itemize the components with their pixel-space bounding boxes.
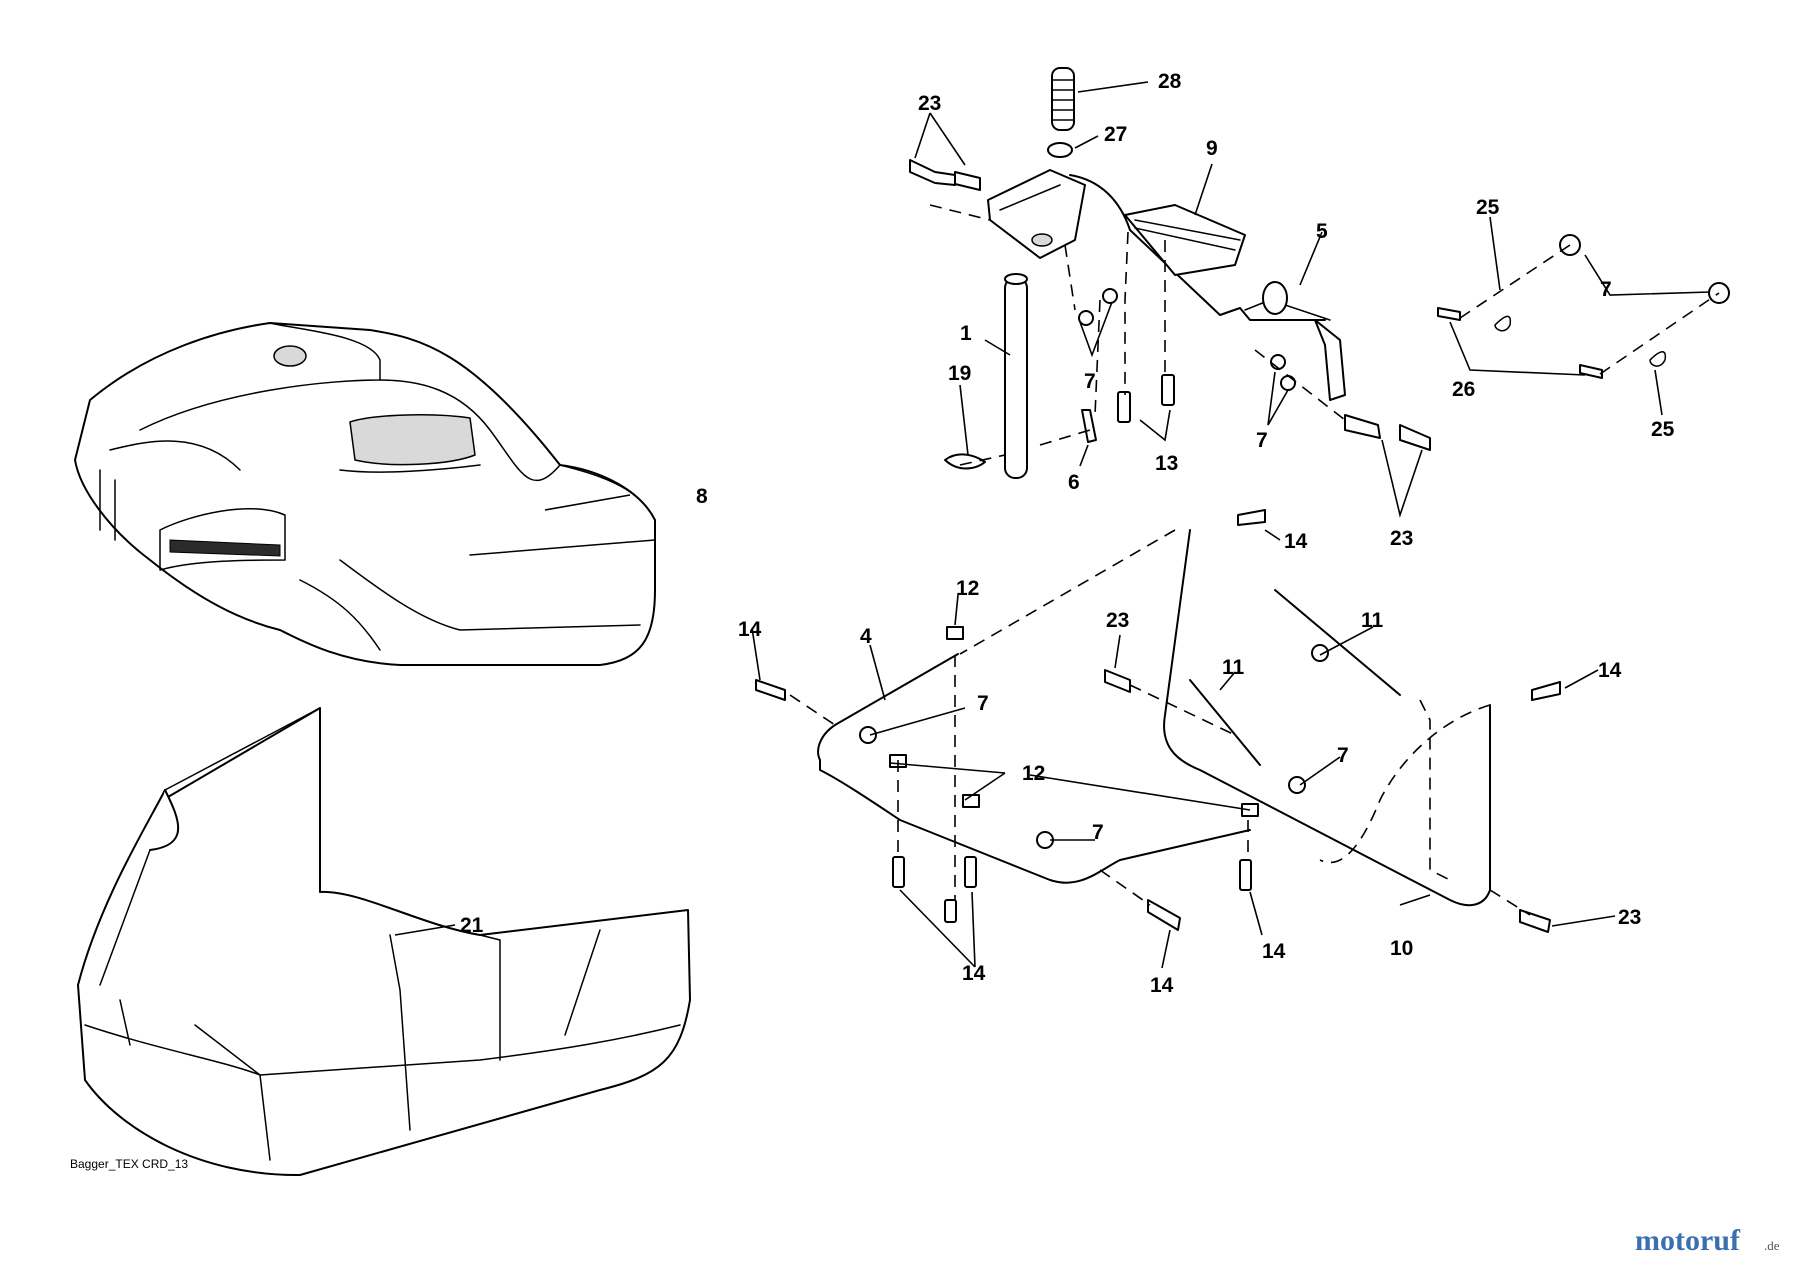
callout-7: 7: [1084, 370, 1096, 393]
callout-14: 14: [962, 962, 986, 985]
callout-10: 10: [1390, 937, 1413, 960]
callout-9: 9: [1206, 137, 1218, 160]
clip-pin-part-19: [944, 453, 986, 470]
watermark-logo: motoruf .de: [1635, 1224, 1780, 1257]
callout-21: 21: [460, 914, 484, 937]
frame-rod-part-10: [1163, 529, 1491, 907]
callout-25: 25: [1651, 418, 1675, 441]
drawing-code: Bagger_TEX CRD_13: [70, 1157, 188, 1171]
callout-14: 14: [1150, 974, 1174, 997]
bolt-part-6: [1081, 409, 1097, 443]
watermark-text: motoruf: [1635, 1224, 1741, 1257]
callout-6: 6: [1068, 471, 1080, 494]
bagger-lid-part-8: [74, 322, 656, 666]
callout-7: 7: [1256, 429, 1268, 452]
washer-part-27: [1047, 142, 1073, 158]
handle-grip-part-28: [1051, 67, 1075, 131]
callout-1: 1: [960, 322, 972, 345]
callout-26: 26: [1452, 378, 1475, 401]
callout-5: 5: [1316, 220, 1328, 243]
callout-12: 12: [956, 577, 979, 600]
callout-23: 23: [918, 92, 941, 115]
callout-leaders: [394, 81, 1711, 969]
handle-tube-part-1: [1004, 273, 1028, 479]
bagger-frame-assembly: [755, 509, 1561, 933]
callout-25: 25: [1476, 196, 1500, 219]
callout-27: 27: [1104, 123, 1127, 146]
callout-7: 7: [977, 692, 989, 715]
callout-23: 23: [1390, 527, 1413, 550]
callout-19: 19: [948, 362, 971, 385]
callout-7: 7: [1092, 821, 1104, 844]
callout-28: 28: [1158, 70, 1182, 93]
callout-14: 14: [738, 618, 762, 641]
callout-8: 8: [696, 485, 708, 508]
callout-7: 7: [1600, 278, 1612, 301]
callout-14: 14: [1284, 530, 1308, 553]
handle-assembly: [909, 67, 1730, 479]
callout-11: 11: [1222, 656, 1245, 679]
watermark-suffix: .de: [1764, 1238, 1780, 1253]
callout-23: 23: [1106, 609, 1129, 632]
callout-14: 14: [1262, 940, 1286, 963]
callout-12: 12: [1022, 762, 1045, 785]
callout-labels: 28 27 23 9 5 25 7 26 25 1 19 7 13 6 7 23…: [460, 70, 1675, 997]
callout-13: 13: [1155, 452, 1178, 475]
callout-4: 4: [860, 625, 872, 648]
frame-rod-part-4: [817, 653, 1251, 884]
callout-11: 11: [1361, 609, 1384, 632]
grass-bag-part-21: [77, 707, 691, 1177]
callout-23: 23: [1618, 906, 1641, 929]
callout-7: 7: [1337, 744, 1349, 767]
callout-14: 14: [1598, 659, 1622, 682]
